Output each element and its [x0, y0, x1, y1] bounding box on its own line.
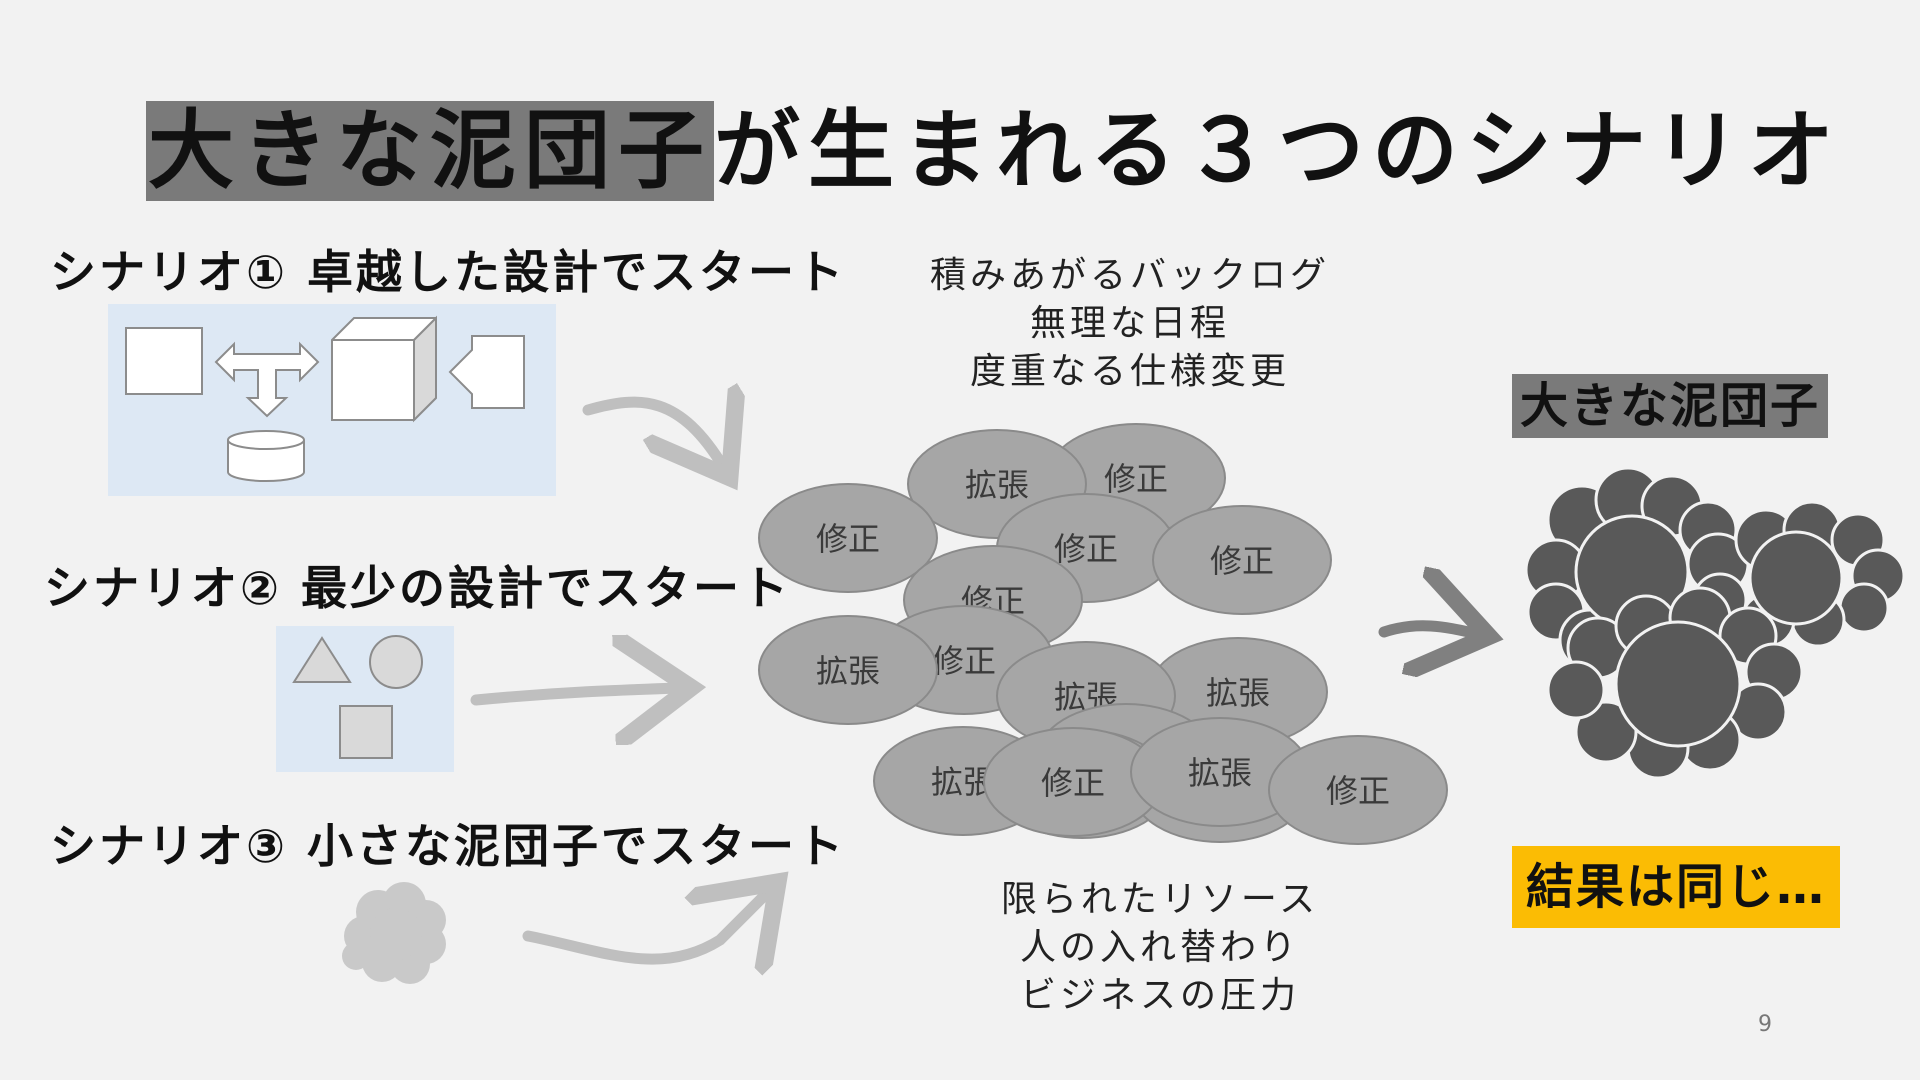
pile-blob-label: 修正	[1041, 764, 1105, 802]
title-rest: が生まれる３つのシナリオ	[714, 101, 1842, 201]
pile-blob-label: 修正	[1210, 542, 1274, 580]
pile-blob: 修正	[1152, 505, 1332, 615]
pile-blob-shape	[1152, 505, 1332, 615]
arrow-scenario-2	[470, 688, 680, 700]
fix-extension-pile: 修正拡張修正修正修正修正修正拡張拡張拡張修正拡張修正拡張修正拡張修正	[758, 423, 1448, 845]
pile-blob: 修正	[983, 727, 1163, 837]
pressure-business: ビジネスの圧力	[1019, 975, 1300, 1016]
pile-blob-label: 拡張	[816, 652, 880, 690]
square-shape	[339, 705, 393, 759]
pile-blob-label: 修正	[932, 642, 996, 680]
mud-cloud-bottom	[1546, 586, 1804, 780]
circle-shape	[369, 635, 423, 689]
big-mud-ball-icon	[1524, 466, 1906, 780]
small-mud-ball-icon	[342, 882, 446, 984]
box-shape	[125, 327, 203, 395]
triangle-shape	[292, 636, 352, 683]
pile-blob-label: 拡張	[965, 466, 1029, 504]
pressures-bottom: 限られたリソース 人の入れ替わり ビジネスの圧力	[930, 876, 1390, 1020]
scenario-2-shapes-diagram	[276, 626, 454, 772]
pile-blob-label: 修正	[1326, 772, 1390, 810]
pile-blob: 拡張	[758, 615, 938, 725]
scenario-1-label: シナリオ① 卓越した設計でスタート	[50, 245, 846, 299]
scenario-2-label: シナリオ② 最少の設計でスタート	[44, 561, 791, 615]
pile-blob-label: 修正	[816, 520, 880, 558]
pile-blob: 修正	[1268, 735, 1448, 845]
pressure-turnover: 人の入れ替わり	[1019, 927, 1300, 968]
pile-blob: 拡張	[1130, 717, 1310, 827]
scenario-1-architecture-diagram	[108, 304, 556, 496]
result-label: 大きな泥団子	[1512, 374, 1829, 438]
cube-icon	[331, 315, 437, 423]
pile-blob-shape	[758, 483, 938, 593]
conclusion-label: 結果は同じ…	[1512, 846, 1841, 928]
pressures-top: 積みあがるバックログ 無理な日程 度重なる仕様変更	[900, 252, 1360, 396]
database-icon	[227, 430, 305, 482]
pile-blob: 拡張	[1148, 637, 1328, 747]
pile-blob-label: 拡張	[1188, 754, 1252, 792]
arrow-junction-icon	[214, 341, 320, 418]
scenario-3-label: シナリオ③ 小さな泥団子でスタート	[50, 819, 846, 873]
slide-title: 大きな泥団子が生まれる３つのシナリオ	[146, 96, 1842, 206]
pile-blob: 修正	[758, 483, 938, 593]
page-number: 9	[1758, 1012, 1772, 1037]
title-highlight: 大きな泥団子	[146, 101, 714, 201]
pressure-backlog: 積みあがるバックログ	[929, 255, 1330, 296]
arrow-to-result	[1378, 626, 1478, 634]
pile-blob-label: 修正	[1104, 460, 1168, 498]
pile-blob-label: 拡張	[1206, 674, 1270, 712]
pile-blob-label: 修正	[1054, 530, 1118, 568]
mud-cloud-right	[1686, 500, 1906, 648]
pile-blob-shape	[1268, 735, 1448, 845]
pressure-spec-change: 度重なる仕様変更	[969, 351, 1290, 392]
arrow-scenario-3	[522, 890, 770, 959]
arrow-in-box-icon	[448, 335, 525, 409]
pile-blob-shape	[758, 615, 938, 725]
arrow-scenario-1	[582, 402, 724, 468]
pressure-schedule: 無理な日程	[1029, 303, 1230, 344]
pressure-resources: 限られたリソース	[1000, 879, 1320, 920]
